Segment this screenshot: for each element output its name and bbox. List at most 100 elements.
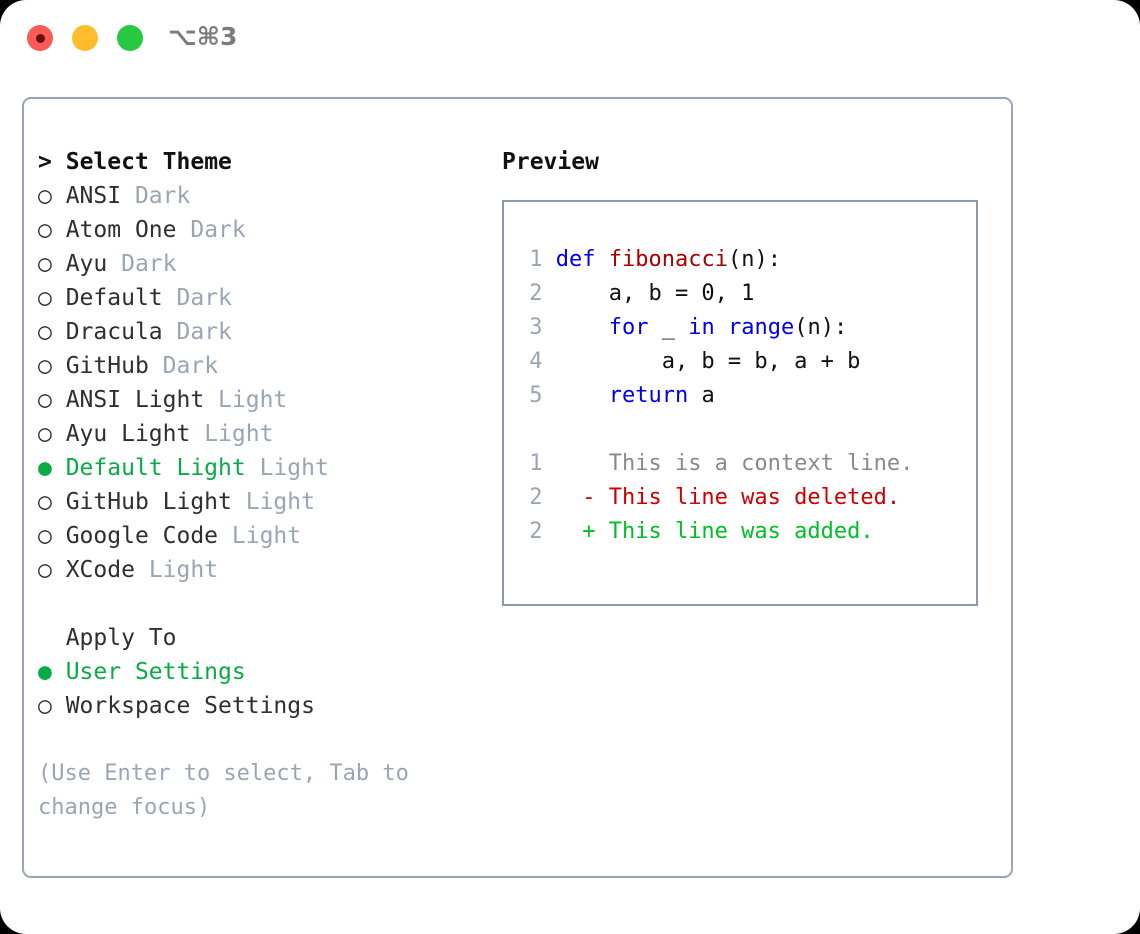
theme-item-gap	[52, 353, 66, 379]
theme-item-gap2	[163, 319, 177, 345]
code-token	[595, 247, 608, 272]
theme-item-tag: Light	[259, 455, 329, 481]
diff-gutter-gap	[542, 519, 582, 544]
select-theme-label	[52, 149, 66, 175]
apply-item-label: Workspace Settings	[65, 693, 315, 719]
apply-to-list: ● User Settings○ Workspace Settings	[38, 655, 498, 723]
preview-title: Preview	[502, 149, 599, 175]
theme-item-gap2	[163, 285, 177, 311]
theme-item-tag: Dark	[176, 285, 232, 311]
gutter-gap	[542, 281, 555, 306]
theme-item-gap2	[135, 557, 149, 583]
code-token: a, b = b, a + b	[555, 349, 861, 374]
apply-to-item[interactable]: ● User Settings	[38, 655, 498, 689]
diff-text: This line was deleted.	[608, 485, 901, 510]
theme-list-item[interactable]: ○ Google Code Light	[38, 519, 498, 553]
code-token: _	[648, 315, 689, 340]
theme-list-item[interactable]: ○ ANSI Light Light	[38, 383, 498, 417]
apply-item-gap	[52, 693, 66, 719]
theme-item-gap2	[232, 489, 246, 515]
theme-item-tag: Light	[218, 387, 288, 413]
diff-text: This is a context line.	[608, 451, 914, 476]
theme-list-item[interactable]: ● Default Light Light	[38, 451, 498, 485]
caret-icon: >	[38, 149, 52, 175]
code-token: return	[608, 383, 689, 408]
theme-item-name: Default	[65, 285, 163, 311]
theme-item-tag: Dark	[176, 319, 232, 345]
diff-line: 2 - This line was deleted.	[516, 481, 970, 515]
code-token: def	[555, 247, 596, 272]
theme-list-item[interactable]: ○ Ayu Dark	[38, 247, 498, 281]
radio-unselected-icon: ○	[38, 183, 52, 209]
theme-list-item[interactable]: ○ Dracula Dark	[38, 315, 498, 349]
code-token: (n):	[794, 315, 848, 340]
apply-to-label: Apply To	[65, 625, 177, 651]
theme-item-gap2	[246, 455, 260, 481]
theme-item-name: Atom One	[65, 217, 177, 243]
theme-item-name: ANSI Light	[65, 387, 205, 413]
theme-list: ○ ANSI Dark○ Atom One Dark○ Ayu Dark○ De…	[38, 179, 498, 587]
theme-item-gap2	[176, 217, 190, 243]
code-diff-spacer	[516, 413, 970, 447]
theme-item-name: Ayu Light	[65, 421, 191, 447]
select-theme-heading: > Select Theme	[38, 145, 498, 179]
keyboard-shortcut-label: ⌥⌘3	[168, 22, 238, 51]
theme-item-name: Ayu	[65, 251, 108, 277]
radio-unselected-icon: ○	[38, 251, 52, 277]
apply-item-label: User Settings	[65, 659, 246, 685]
title-bar: ⌥⌘3	[0, 0, 1140, 78]
line-number: 4	[529, 349, 543, 374]
radio-unselected-icon: ○	[38, 319, 52, 345]
radio-selected-icon: ●	[38, 659, 52, 685]
radio-unselected-icon: ○	[38, 489, 52, 515]
line-number: 1	[529, 247, 543, 272]
theme-item-gap2	[190, 421, 204, 447]
theme-list-item[interactable]: ○ GitHub Light Light	[38, 485, 498, 519]
gutter-gap	[542, 247, 555, 272]
theme-list-item[interactable]: ○ ANSI Dark	[38, 179, 498, 213]
code-line: 1 def fibonacci(n):	[516, 243, 970, 277]
apply-to-item[interactable]: ○ Workspace Settings	[38, 689, 498, 723]
theme-list-item[interactable]: ○ XCode Light	[38, 553, 498, 587]
close-button[interactable]	[27, 25, 53, 51]
diff-line-number: 2	[529, 485, 543, 510]
theme-item-name: ANSI	[65, 183, 122, 209]
diff-line-number: 2	[529, 519, 543, 544]
theme-item-gap	[52, 319, 66, 345]
theme-item-name: GitHub	[65, 353, 149, 379]
gutter-gap	[542, 315, 555, 340]
theme-list-item[interactable]: ○ GitHub Dark	[38, 349, 498, 383]
hint-spacer	[38, 723, 498, 757]
minimize-button[interactable]	[72, 25, 98, 51]
theme-list-item[interactable]: ○ Ayu Light Light	[38, 417, 498, 451]
theme-item-tag: Dark	[162, 353, 219, 379]
code-token	[556, 383, 609, 408]
theme-item-tag: Dark	[134, 183, 191, 209]
theme-item-gap	[52, 387, 66, 413]
theme-item-gap	[52, 421, 66, 447]
code-token	[556, 315, 609, 340]
diff-marker-gap	[595, 485, 608, 510]
theme-item-tag: Light	[245, 489, 315, 515]
code-line: 2 a, b = 0, 1	[516, 277, 970, 311]
radio-unselected-icon: ○	[38, 285, 52, 311]
theme-list-item[interactable]: ○ Default Dark	[38, 281, 498, 315]
maximize-button[interactable]	[117, 25, 143, 51]
theme-picker-column: > Select Theme ○ ANSI Dark○ Atom One Dar…	[38, 145, 498, 825]
diff-line-number: 1	[529, 451, 543, 476]
theme-item-tag: Light	[231, 523, 302, 549]
theme-item-gap	[52, 217, 66, 243]
diff-marker-icon	[582, 447, 595, 481]
theme-item-name: Google Code	[65, 523, 219, 549]
theme-item-gap	[52, 285, 66, 311]
theme-item-gap2	[149, 353, 163, 379]
code-line: 5 return a	[516, 379, 970, 413]
theme-item-tag: Light	[148, 557, 219, 583]
radio-unselected-icon: ○	[38, 353, 52, 379]
theme-list-item[interactable]: ○ Atom One Dark	[38, 213, 498, 247]
theme-item-gap	[52, 557, 66, 583]
